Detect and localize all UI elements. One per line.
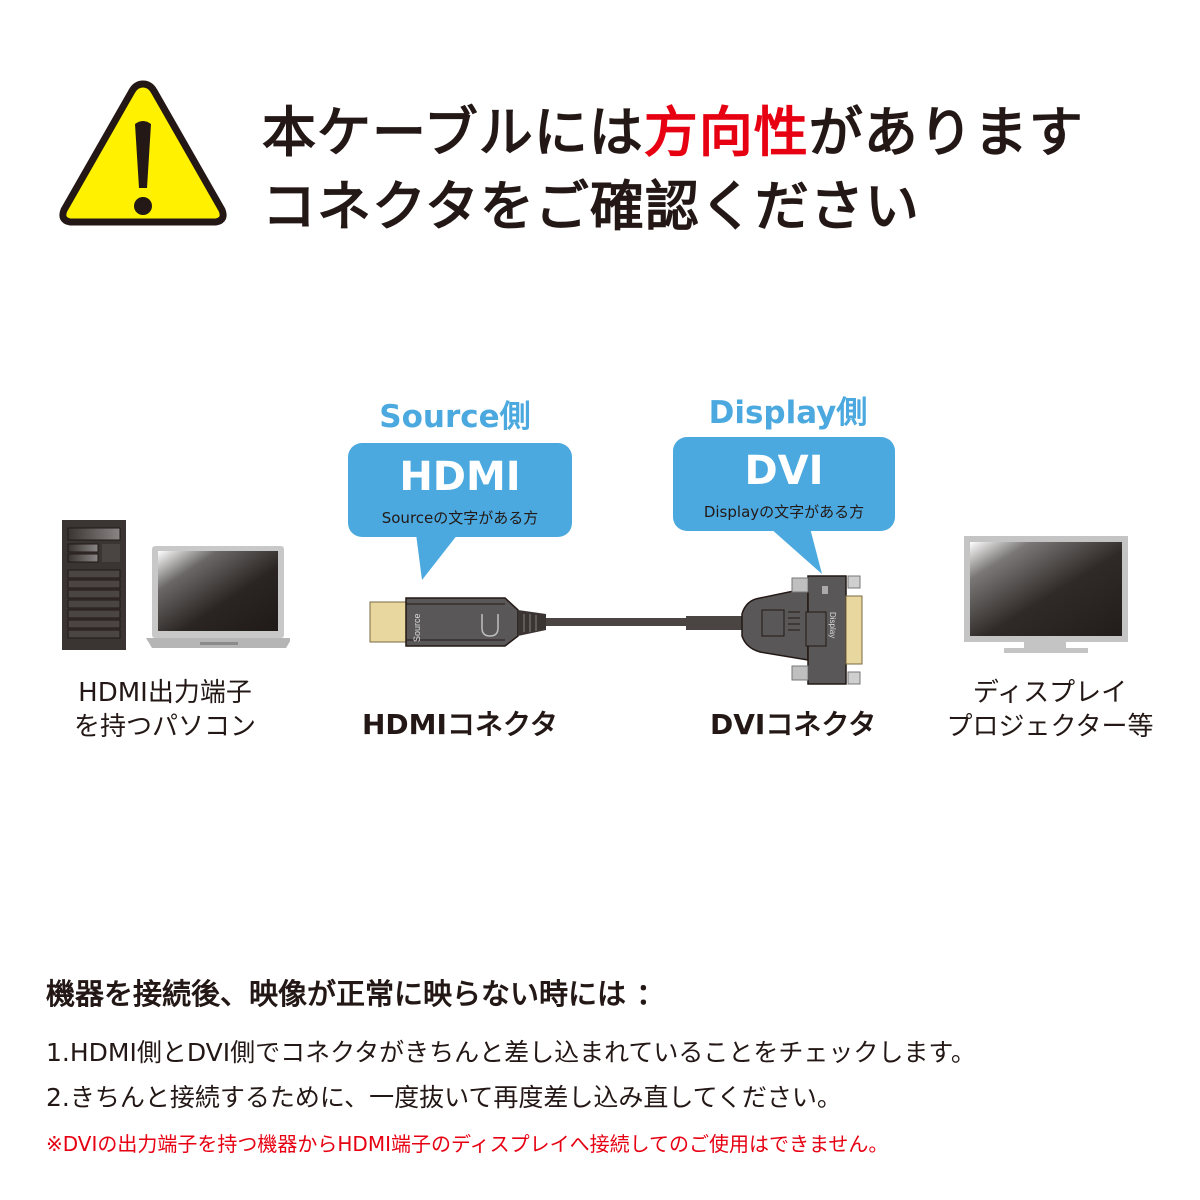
- troubleshooting-title: 機器を接続後、映像が正常に映らない時には ：: [46, 977, 666, 1011]
- hdmi-callout-pointer: [416, 534, 458, 580]
- source-side-label: Source側: [379, 399, 531, 435]
- troubleshooting-step-2: 2.きちんと接続するために、一度抜いて再度差し込み直してください。: [46, 1083, 842, 1112]
- dvi-callout: DVI Displayの文字がある方: [673, 437, 895, 531]
- hdmi-dvi-cable-illustration: Source Display: [369, 575, 863, 685]
- headline-prefix: 本ケーブルには: [262, 101, 644, 164]
- display-side-label: Display側: [708, 395, 868, 431]
- dvi-callout-subtitle: Displayの文字がある方: [703, 503, 865, 521]
- dvi-connector-label: DVIコネクタ: [710, 708, 877, 741]
- hdmi-connector-label: HDMIコネクタ: [362, 708, 558, 741]
- troubleshooting-step-1: 1.HDMI側とDVI側でコネクタがきちんと差し込まれていることをチェックします…: [46, 1038, 976, 1067]
- display-label-line-2: プロジェクター等: [946, 712, 1154, 742]
- monitor-icon: [964, 536, 1128, 653]
- warning-triangle-icon: [59, 80, 227, 226]
- display-print: Display: [828, 612, 837, 638]
- hdmi-callout-title: HDMI: [399, 454, 521, 500]
- pc-label-line-1: HDMI出力端子: [78, 678, 252, 708]
- compatibility-warning: ※DVIの出力端子を持つ機器からHDMI端子のディスプレイへ接続してのご使用はで…: [46, 1132, 889, 1156]
- pc-label-line-2: を持つパソコン: [73, 712, 256, 742]
- pc-laptop-icon: [62, 520, 290, 650]
- display-device-label: ディスプレイ プロジェクター等: [920, 676, 1180, 744]
- headline-line-2: コネクタをご確認ください: [262, 175, 920, 238]
- dvi-callout-pointer: [770, 528, 822, 574]
- pc-label: HDMI出力端子 を持つパソコン: [40, 676, 290, 744]
- headline-highlight: 方向性: [643, 101, 809, 164]
- headline-line-1: 本ケーブルには方向性があります: [262, 106, 1084, 160]
- hdmi-callout: HDMI Sourceの文字がある方: [348, 443, 572, 537]
- headline-suffix: があります: [808, 101, 1084, 164]
- hdmi-callout-subtitle: Sourceの文字がある方: [381, 509, 539, 527]
- dvi-callout-title: DVI: [744, 448, 824, 494]
- source-print: Source: [412, 613, 422, 642]
- display-label-line-1: ディスプレイ: [972, 678, 1128, 708]
